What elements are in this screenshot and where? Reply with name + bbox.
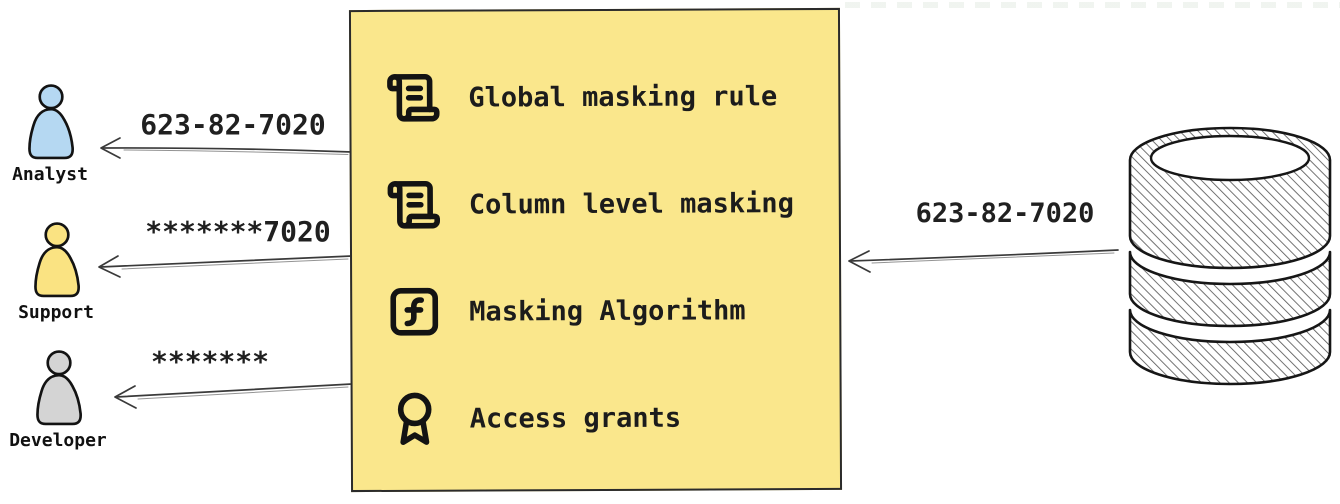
persona-analyst: Analyst xyxy=(0,84,100,185)
persona-label: Analyst xyxy=(12,164,88,185)
arrow-from-database xyxy=(848,249,1119,273)
persona-label: Developer xyxy=(9,430,107,451)
person-icon xyxy=(28,84,74,160)
persona-support: Support xyxy=(6,222,106,323)
scroll-text-icon xyxy=(387,180,441,229)
flow-value-developer: ******* xyxy=(150,345,269,378)
masking-box-item-algorithm: Masking Algorithm xyxy=(386,281,809,341)
person-icon xyxy=(34,222,80,298)
persona-label: Support xyxy=(18,302,94,323)
arrow-to-developer xyxy=(114,383,353,409)
dashed-line-decoration xyxy=(845,2,1340,8)
masking-box-item-access-grants: Access grants xyxy=(387,388,810,448)
arrow-to-analyst xyxy=(100,137,353,159)
flow-value-analyst: 623-82-7020 xyxy=(140,108,326,141)
flow-value-support: *******7020 xyxy=(145,215,331,248)
function-square-icon xyxy=(390,287,439,336)
persona-developer: Developer xyxy=(8,350,108,451)
scroll-text-icon xyxy=(387,73,440,122)
masking-box-item-global-rule: Global masking rule xyxy=(385,67,808,127)
masking-box-item-label: Column level masking xyxy=(468,187,794,221)
flow-value-database: 623-82-7020 xyxy=(915,198,1095,229)
award-icon xyxy=(397,392,432,445)
masking-box-item-label: Masking Algorithm xyxy=(469,294,746,328)
person-icon xyxy=(36,350,82,426)
masking-box-item-column-masking: Column level masking xyxy=(386,174,809,234)
masking-box-item-label: Access grants xyxy=(469,402,682,435)
masking-box: Global masking rule Column level masking… xyxy=(348,7,843,493)
database-icon xyxy=(1128,126,1332,386)
arrow-to-support xyxy=(98,255,353,278)
masking-box-item-label: Global masking rule xyxy=(468,80,778,114)
